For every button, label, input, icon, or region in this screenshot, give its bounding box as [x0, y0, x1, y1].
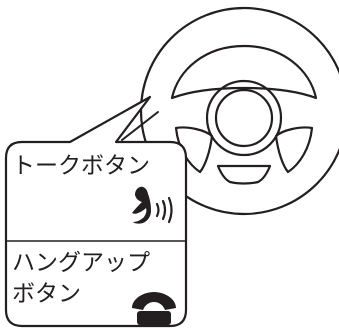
callout: トークボタン ハングアップ ボタン: [6, 97, 186, 326]
hangup-button-label-line2: ボタン: [12, 281, 81, 307]
steering-wheel-hub: [207, 81, 281, 155]
steering-wheel-hub-center: [216, 90, 272, 146]
steering-wheel-inner-rim-bottom: [218, 166, 270, 184]
phone-base: [137, 311, 171, 325]
steering-wheel-inner-rim-right: [276, 127, 312, 172]
talk-button-label: トークボタン: [12, 153, 150, 179]
hangup-button-label-line1: ハングアップ: [12, 250, 150, 276]
